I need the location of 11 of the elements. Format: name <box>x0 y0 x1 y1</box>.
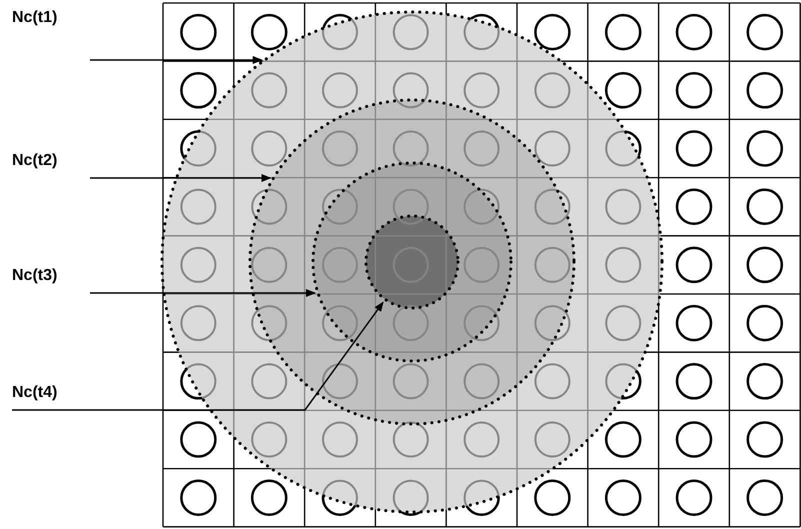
neighborhood-circle <box>248 98 576 426</box>
leader-arrow <box>90 56 263 64</box>
neighborhood-label: Nc(t2) <box>12 152 58 170</box>
neighborhood-label: Nc(t4) <box>12 384 58 402</box>
neighborhood-label: Nc(t3) <box>12 267 58 285</box>
leader-arrow <box>90 289 316 297</box>
neighborhood-circle <box>312 162 512 362</box>
neighborhood-circle <box>364 214 460 310</box>
leader-arrow <box>90 174 272 182</box>
leader-arrow <box>12 301 384 411</box>
neighborhood-label: Nc(t1) <box>12 9 58 27</box>
